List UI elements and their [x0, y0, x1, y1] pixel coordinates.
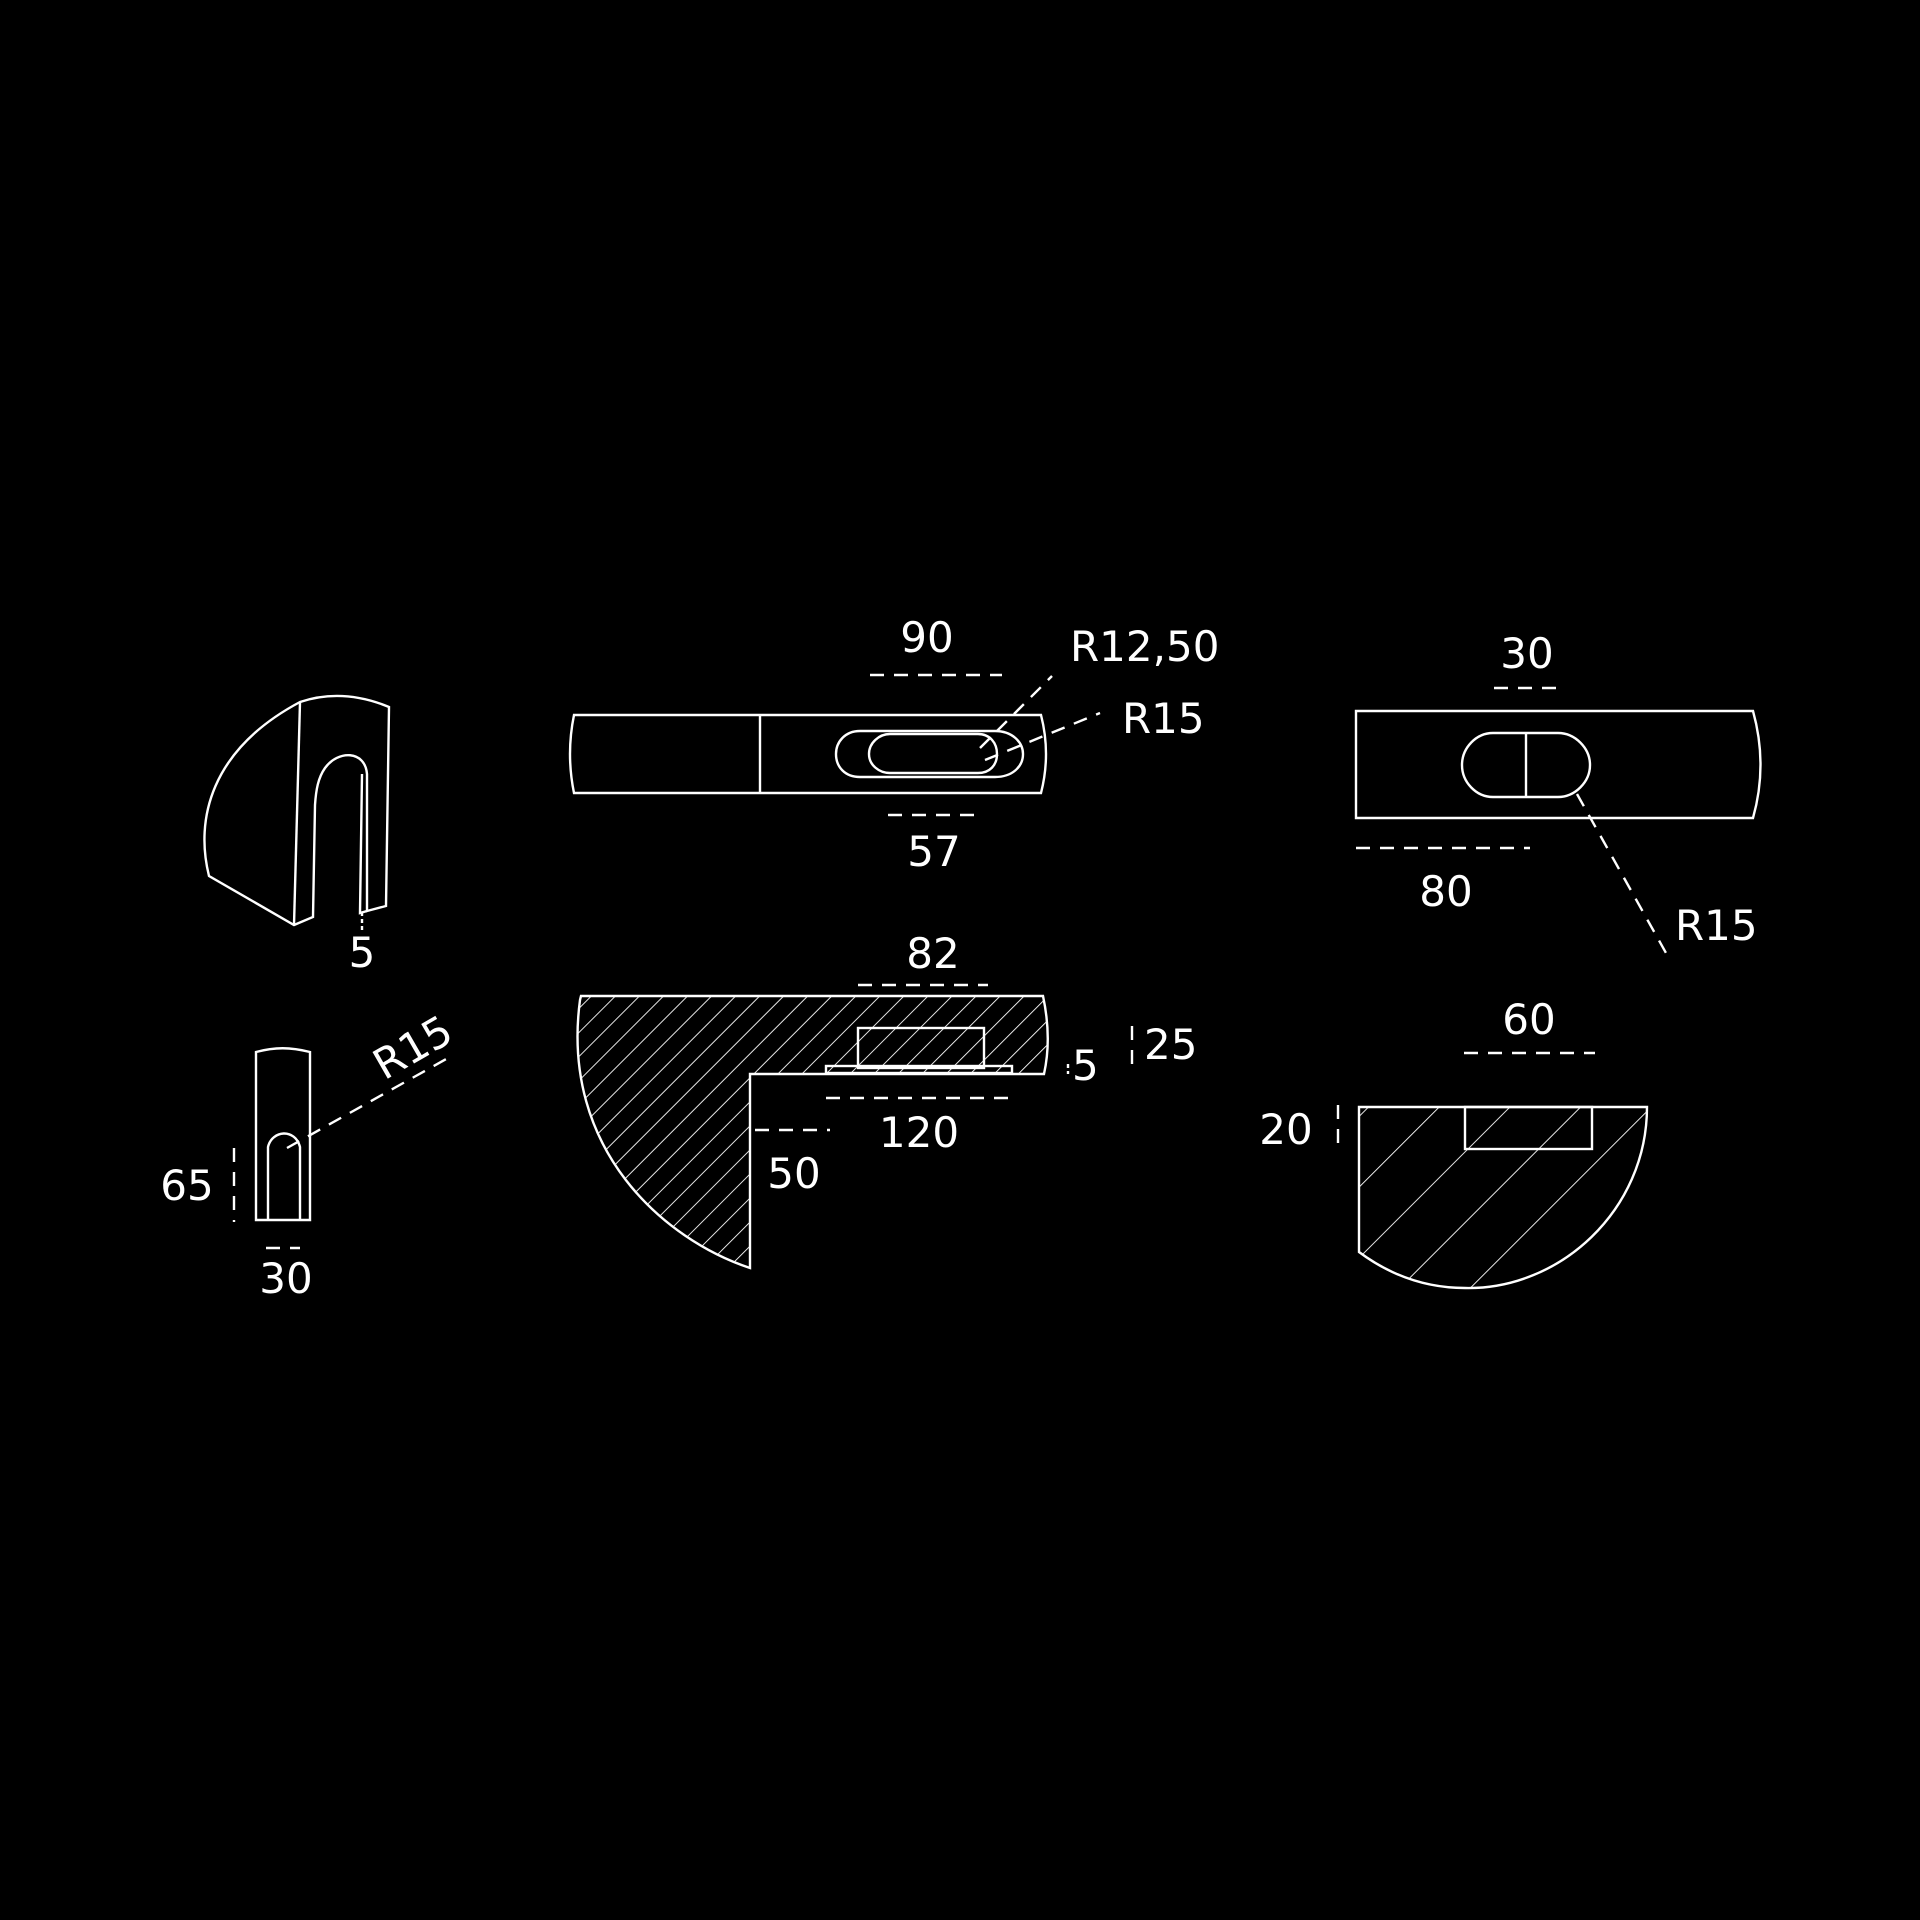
dim-plate-outer-radius: R15	[1122, 694, 1205, 743]
dim-section-top: 82	[906, 929, 959, 978]
dim-plate-length: 90	[900, 613, 953, 662]
dim-handle-depth: 5	[349, 928, 376, 977]
dim-section-step: 5	[1072, 1041, 1099, 1090]
dim-section-thickness: 25	[1144, 1020, 1197, 1069]
dim-knob-section-height: 20	[1259, 1105, 1312, 1154]
dim-knob-length: 80	[1419, 867, 1472, 916]
knob-top-view: 30 80 R15	[1354, 629, 1762, 954]
handle-perspective-view: 5	[203, 694, 391, 977]
knob-section-view: 60 20	[1259, 995, 1649, 1290]
dim-knob-section-width: 60	[1502, 995, 1555, 1044]
dim-plate-slot: 57	[907, 827, 960, 876]
dim-section-slot: 120	[879, 1108, 959, 1157]
dim-knob-radius: R15	[1675, 901, 1758, 950]
handle-side-view: 65 30 R15	[160, 1006, 461, 1303]
dim-section-lip: 50	[767, 1149, 820, 1198]
dim-plate-inner-radius: R12,50	[1070, 622, 1219, 671]
dim-handle-width: 30	[259, 1254, 312, 1303]
dim-handle-height: 65	[160, 1161, 213, 1210]
plate-section-view: 82 25 5 120 50	[576, 929, 1197, 1270]
plate-top-view: 90 R12,50 R15 57	[568, 613, 1219, 876]
dim-knob-width: 30	[1500, 629, 1553, 678]
